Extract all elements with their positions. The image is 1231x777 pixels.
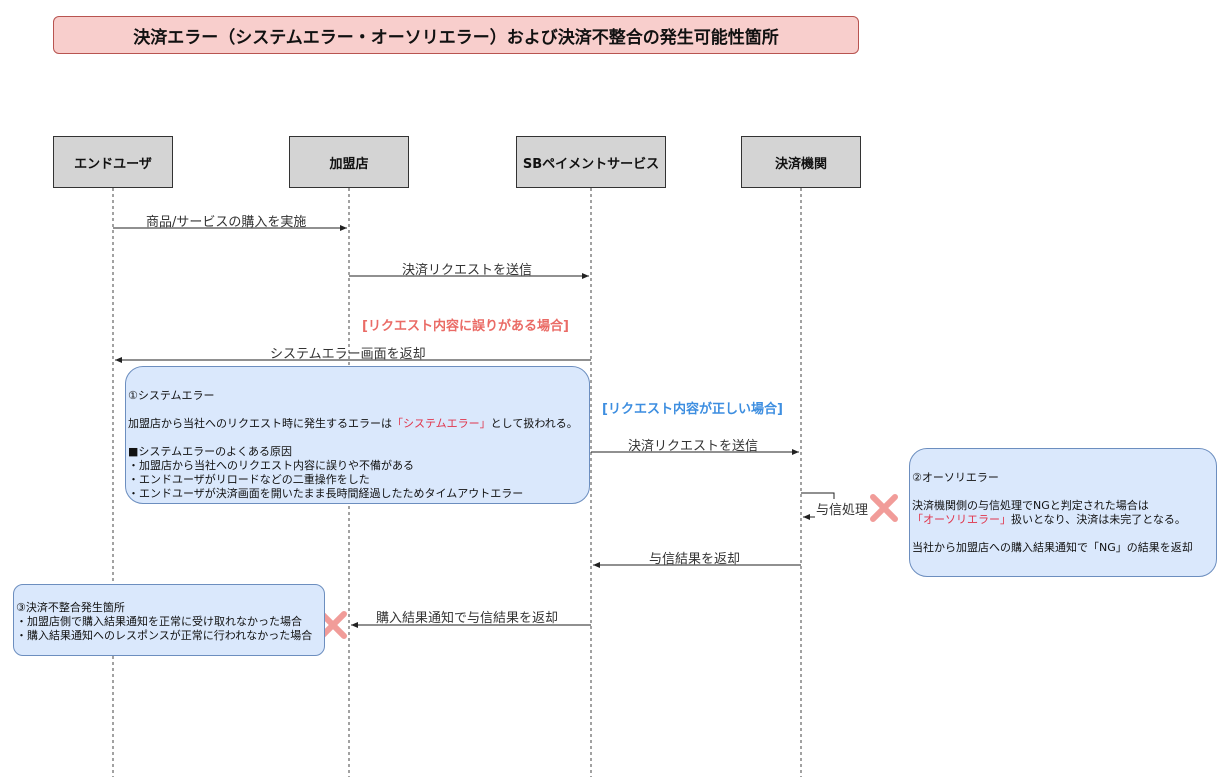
mismatch-line: ・購入結果通知へのレスポンスが正常に行われなかった場合 (16, 629, 313, 642)
actor-sbps: SBペイメントサービス (516, 136, 666, 188)
mismatch-line: ・加盟店側で購入結果通知を正常に受け取れなかった場合 (16, 615, 302, 628)
auth-error-desc2: 「オーソリエラー」扱いとなり、決済は未完了となる。 (912, 513, 1186, 526)
auth-error-desc3: 当社から加盟店への購入結果通知で「NG」の結果を返却 (912, 541, 1193, 554)
auth-error-x-icon (870, 494, 898, 522)
msg-system-error-screen: システムエラー画面を返却 (270, 347, 426, 362)
auth-error-note: ②オーソリエラー 決済機関側の与信処理でNGと判定された場合は 「オーソリエラー… (909, 448, 1217, 577)
msg-credit-result: 与信結果を返却 (649, 552, 741, 567)
msg-purchase-notice: 購入結果通知で与信結果を返却 (376, 611, 559, 626)
msg-payment-request-1: 決済リクエストを送信 (402, 263, 533, 278)
condition-request-invalid: [リクエスト内容に誤りがある場合] (362, 319, 569, 334)
auth-error-heading: ②オーソリエラー (912, 471, 999, 484)
auth-error-desc1: 決済機関側の与信処理でNGと判定された場合は (912, 499, 1149, 512)
system-error-note: ①システムエラー 加盟店から当社へのリクエスト時に発生するエラーは「システムエラ… (125, 366, 590, 504)
msg-credit-process: 与信処理 (815, 499, 870, 518)
actor-institution: 決済機関 (741, 136, 861, 188)
system-error-causes-heading: ■システムエラーのよくある原因 (128, 445, 293, 458)
mismatch-heading: ③決済不整合発生箇所 (16, 601, 125, 614)
condition-request-valid: [リクエスト内容が正しい場合] (602, 402, 783, 417)
actor-enduser: エンドユーザ (53, 136, 173, 188)
mismatch-x-icon (319, 611, 347, 639)
mismatch-note: ③決済不整合発生箇所 ・加盟店側で購入結果通知を正常に受け取れなかった場合 ・購… (13, 584, 325, 656)
system-error-cause: ・エンドユーザが決済画面を開いたまま長時間経過したためタイムアウトエラー (128, 487, 524, 500)
system-error-heading: ①システムエラー (128, 389, 215, 402)
system-error-desc: 加盟店から当社へのリクエスト時に発生するエラーは「システムエラー」として扱われる… (128, 417, 578, 430)
diagram-title: 決済エラー（システムエラー・オーソリエラー）および決済不整合の発生可能性箇所 (53, 16, 859, 54)
msg-payment-request-2: 決済リクエストを送信 (628, 439, 759, 454)
system-error-cause: ・エンドユーザがリロードなどの二重操作をした (128, 473, 370, 486)
actor-merchant: 加盟店 (289, 136, 409, 188)
system-error-cause: ・加盟店から当社へのリクエスト内容に誤りや不備がある (128, 459, 414, 472)
msg-purchase: 商品/サービスの購入を実施 (146, 215, 307, 230)
